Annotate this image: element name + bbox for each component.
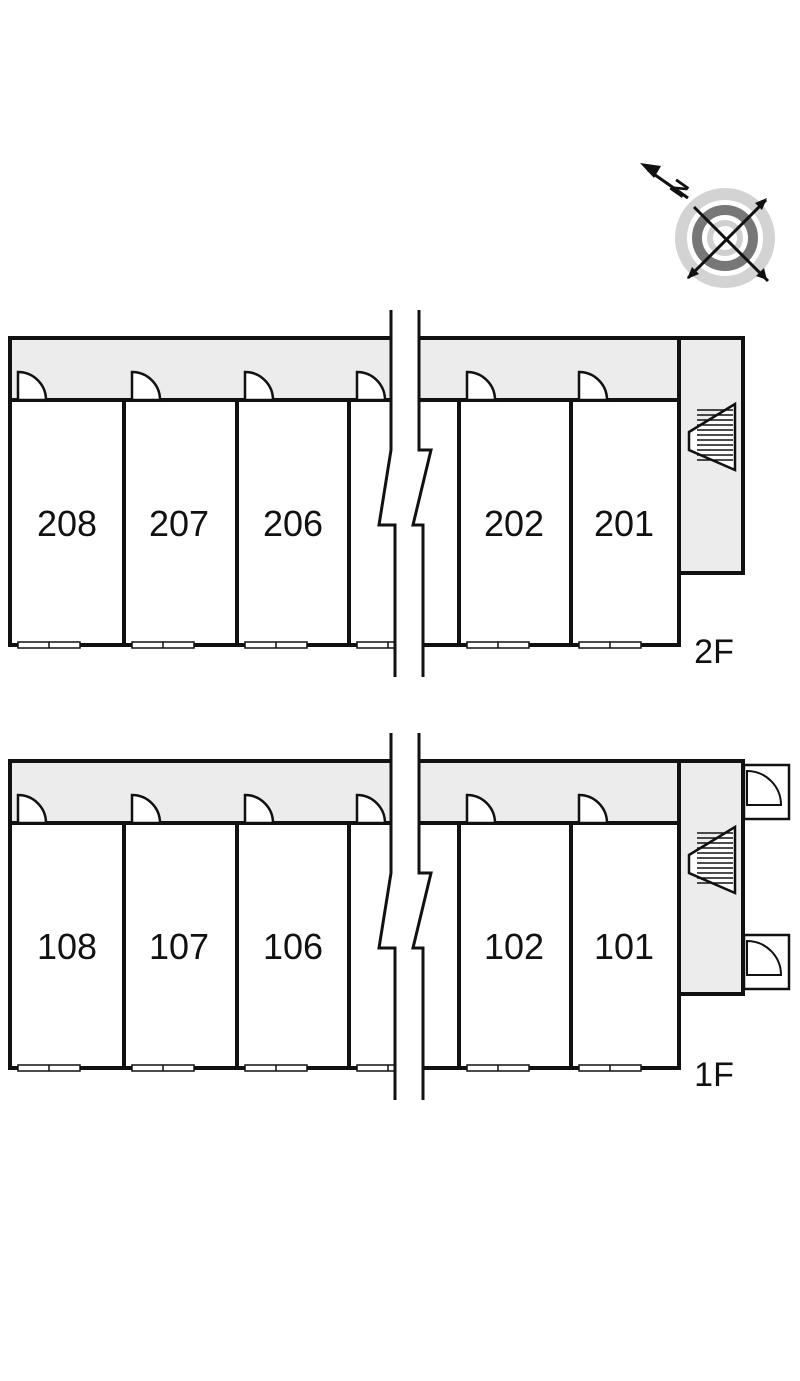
compass-east-arrowhead bbox=[755, 198, 767, 210]
door-swing bbox=[577, 370, 609, 401]
floor-2f: 208 207 206 202 201 2F bbox=[8, 310, 745, 677]
exterior-door-swing bbox=[746, 939, 783, 976]
break-line-left bbox=[377, 733, 397, 1100]
door-swing bbox=[577, 793, 609, 824]
room-strip bbox=[8, 398, 681, 647]
corridor bbox=[8, 759, 681, 825]
floor-label-1f: 1F bbox=[694, 1056, 734, 1094]
room-label-206: 206 bbox=[263, 503, 323, 544]
room-strip bbox=[8, 821, 681, 1070]
door-icon bbox=[16, 793, 48, 825]
room-label-101: 101 bbox=[594, 926, 654, 967]
room-label-202: 202 bbox=[484, 503, 544, 544]
room-label-108: 108 bbox=[37, 926, 97, 967]
floors-layer: 208 207 206 202 201 2F 108 107 106 102 101 1F bbox=[8, 310, 791, 1100]
door-icon bbox=[465, 793, 497, 825]
door-icon bbox=[16, 370, 48, 402]
door-swing bbox=[16, 793, 48, 824]
door-swing bbox=[16, 370, 48, 401]
door-swing bbox=[243, 793, 275, 824]
compass-north-label: N bbox=[665, 175, 695, 202]
compass-outer-ring bbox=[675, 188, 775, 288]
door-icon bbox=[577, 793, 609, 825]
door-swing bbox=[465, 793, 497, 824]
floor-label-2f: 2F bbox=[694, 633, 734, 671]
room-label-207: 207 bbox=[149, 503, 209, 544]
break-symbol bbox=[377, 733, 433, 1100]
room-label-107: 107 bbox=[149, 926, 209, 967]
room-label-106: 106 bbox=[263, 926, 323, 967]
door-swing bbox=[465, 370, 497, 401]
break-line-right bbox=[411, 733, 433, 1100]
break-line-right bbox=[411, 310, 433, 677]
break-symbol bbox=[377, 310, 433, 677]
floor-1f: 108 107 106 102 101 1F bbox=[8, 733, 791, 1100]
door-icon bbox=[130, 370, 162, 402]
compass-inner-ring bbox=[707, 220, 743, 256]
corridor bbox=[8, 336, 681, 402]
compass-axis-ns bbox=[692, 205, 770, 283]
exterior-door-top bbox=[742, 763, 791, 821]
stairs-icon bbox=[687, 401, 737, 472]
compass-axis-ew bbox=[686, 198, 768, 280]
compass-west-arrowhead bbox=[687, 267, 699, 279]
exterior-door-bottom bbox=[742, 933, 791, 991]
door-icon bbox=[577, 370, 609, 402]
compass: N bbox=[640, 163, 775, 288]
compass-north-arrowhead bbox=[640, 163, 661, 178]
door-icon bbox=[130, 793, 162, 825]
door-swing bbox=[130, 370, 162, 401]
door-icon bbox=[243, 793, 275, 825]
door-icon bbox=[355, 370, 387, 402]
door-icon bbox=[465, 370, 497, 402]
room-label-208: 208 bbox=[37, 503, 97, 544]
door-icon bbox=[355, 793, 387, 825]
door-swing bbox=[130, 793, 162, 824]
door-swing bbox=[355, 793, 387, 824]
door-icon bbox=[243, 370, 275, 402]
compass-south-arrowhead bbox=[756, 268, 767, 280]
door-swing bbox=[243, 370, 275, 401]
room-label-102: 102 bbox=[484, 926, 544, 967]
exterior-door-swing bbox=[746, 769, 783, 806]
break-line-left bbox=[377, 310, 397, 677]
room-label-201: 201 bbox=[594, 503, 654, 544]
door-swing bbox=[355, 370, 387, 401]
stairs-icon bbox=[687, 824, 737, 895]
compass-middle-ring bbox=[692, 205, 758, 271]
